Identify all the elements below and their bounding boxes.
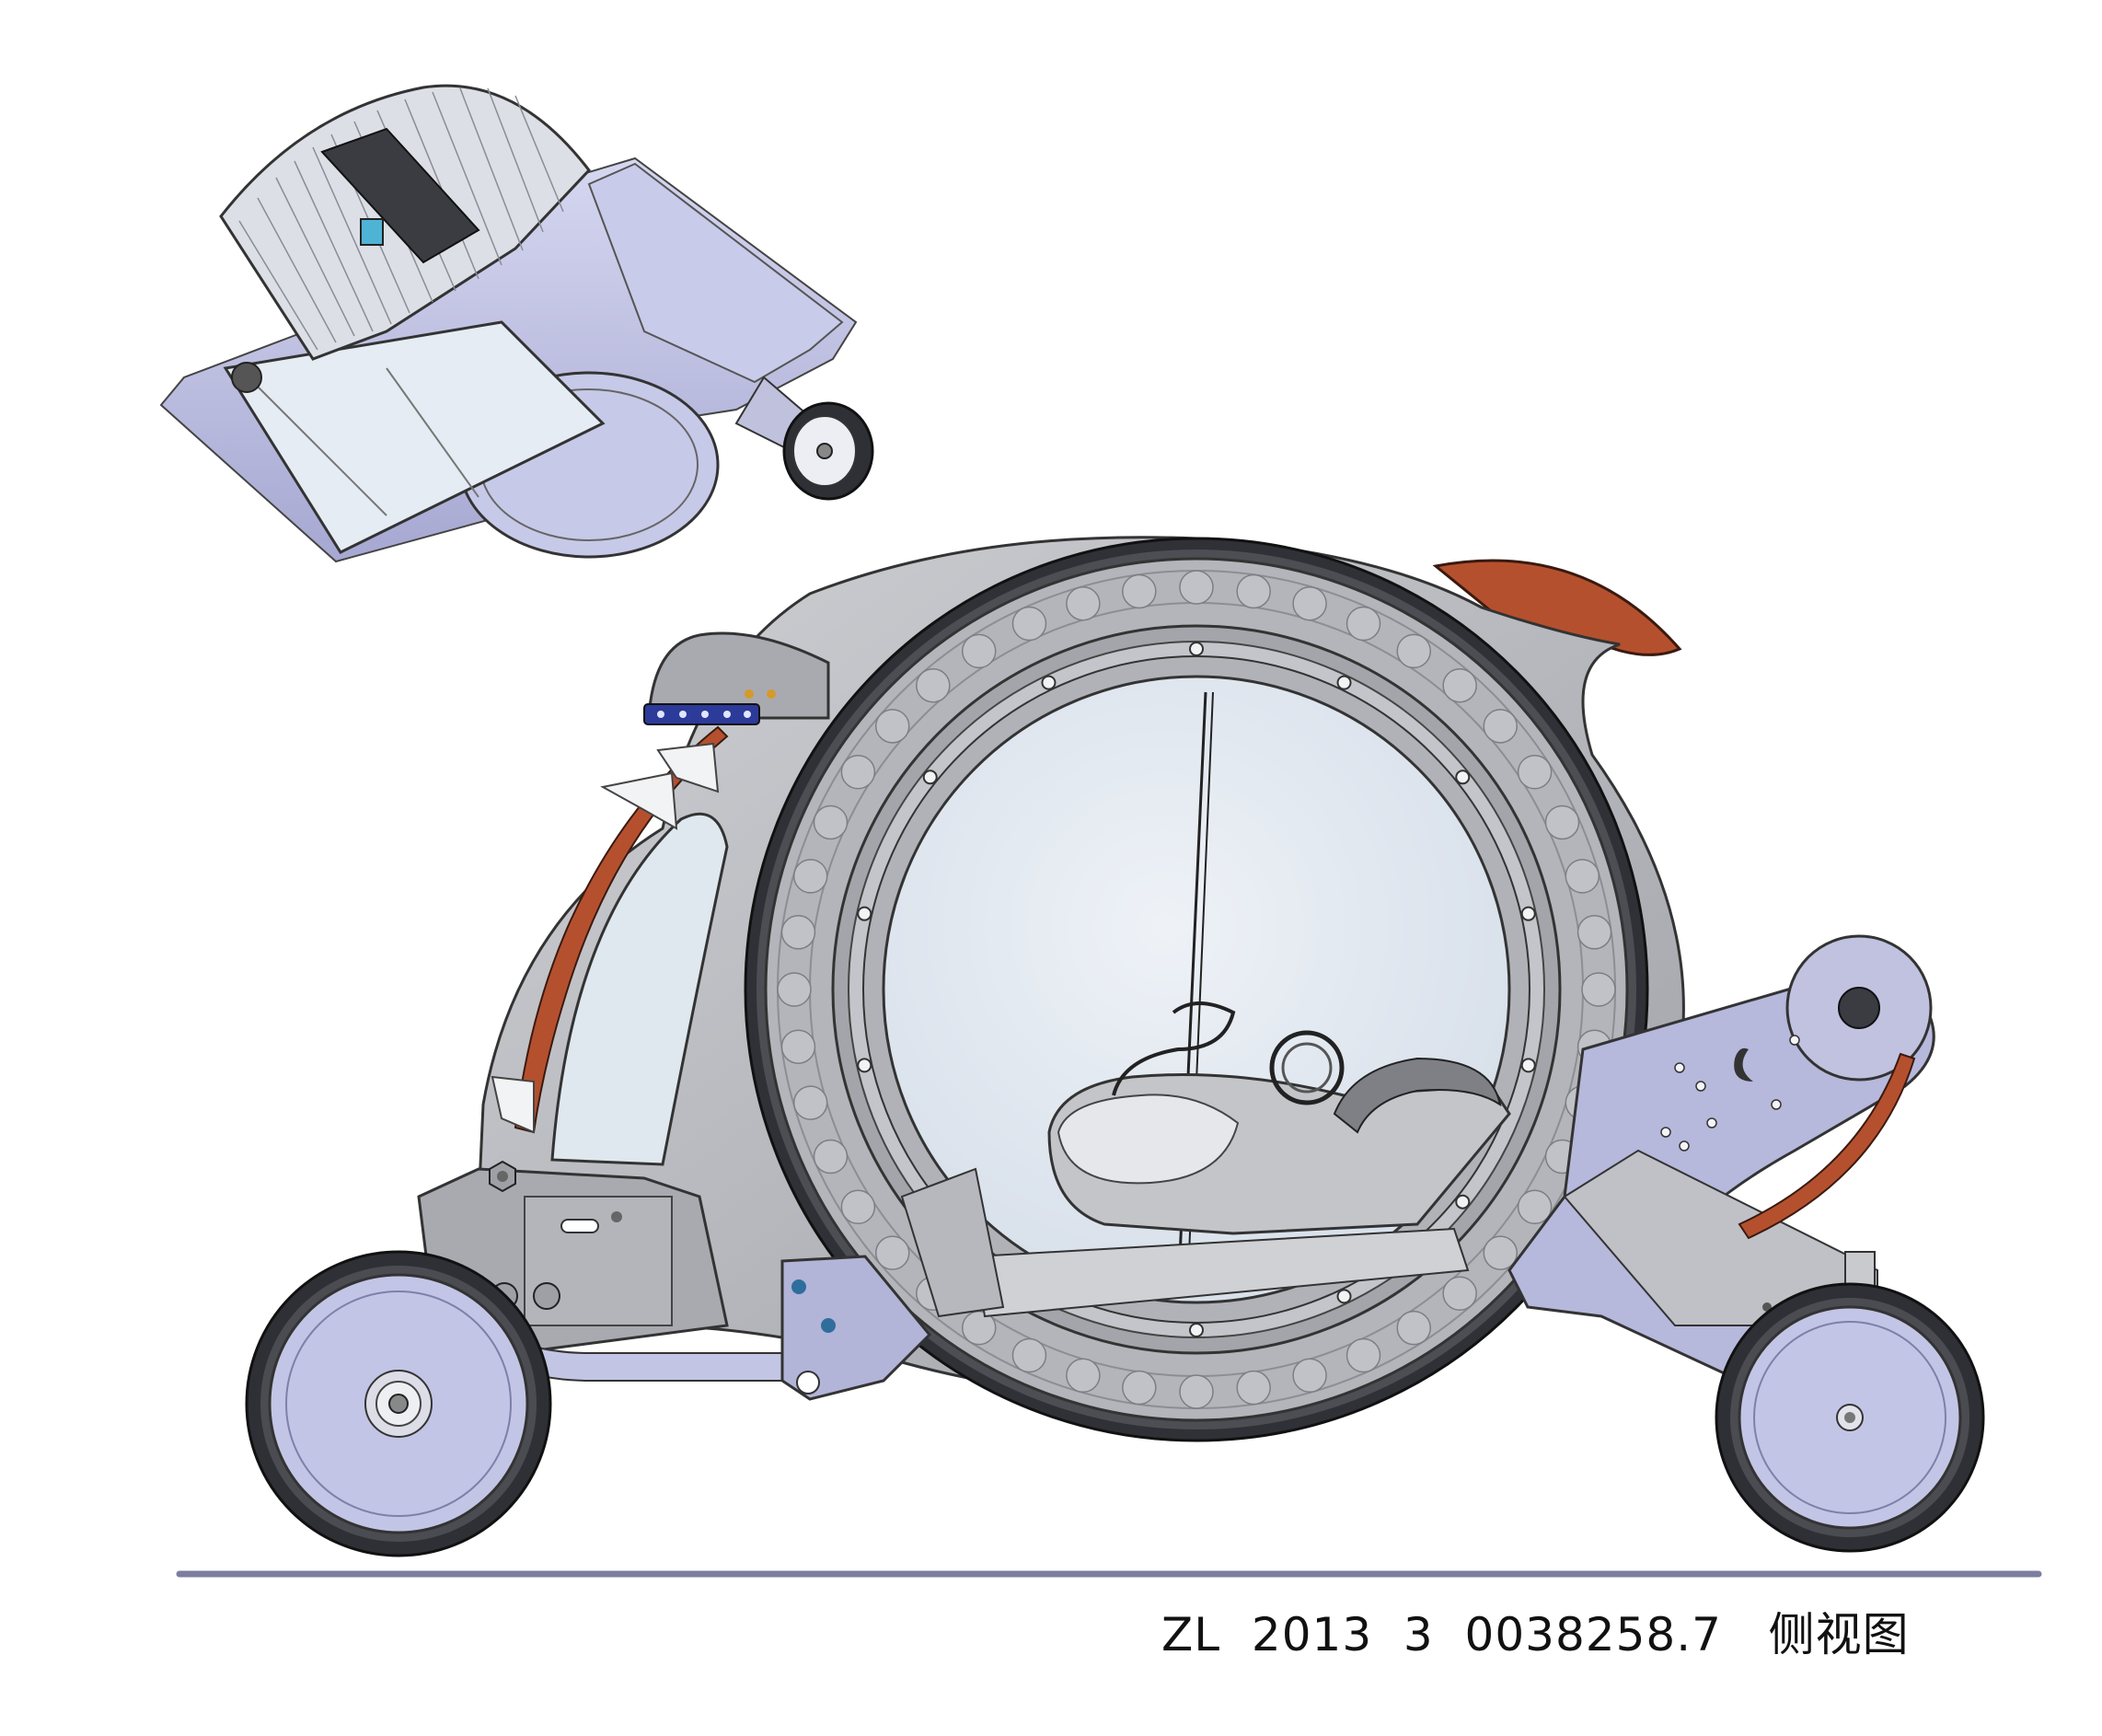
ring-bolt — [1455, 770, 1471, 785]
ring-bolt — [1336, 1289, 1352, 1304]
side-window — [550, 812, 729, 1166]
ring-scallop — [792, 1085, 828, 1120]
inset-cyan-marker — [360, 218, 384, 246]
ring-scallop — [874, 1235, 910, 1270]
crescent-icon — [1734, 1047, 1753, 1082]
ring-bolt — [922, 770, 938, 785]
ring-scallop — [1483, 709, 1519, 744]
ring-scallop — [840, 1189, 876, 1225]
ring-scallop — [1581, 972, 1616, 1007]
ring-bolt — [1455, 1194, 1471, 1209]
ring-scallop — [916, 667, 951, 703]
ring-scallop — [961, 633, 997, 669]
ring-scallop — [1011, 1337, 1047, 1373]
ring-scallop — [1179, 1374, 1214, 1409]
ring-scallop — [1066, 585, 1101, 621]
ring-bolt — [1189, 642, 1204, 656]
upper-hump — [647, 631, 830, 720]
ring-scallop — [1236, 1370, 1271, 1406]
inset-side-panel — [587, 162, 844, 384]
ring-bolt — [857, 906, 872, 921]
bolt-icon — [489, 1160, 516, 1193]
ring-bolt — [1520, 1058, 1536, 1073]
ring-scallop — [792, 859, 828, 894]
ring-bolt — [1336, 675, 1352, 690]
ring-scallop — [1396, 633, 1432, 669]
mesh-headrest — [1333, 1057, 1502, 1134]
ring-scallop — [1517, 754, 1553, 790]
ring-scallop — [780, 915, 816, 950]
ring-scallop — [1122, 573, 1157, 609]
ring-scallop — [1346, 606, 1381, 642]
drawing-caption: ZL 2013 3 0038258.7 侧视图 — [1161, 1608, 1910, 1661]
ring-scallop — [1544, 804, 1580, 840]
ring-scallop — [1442, 1276, 1477, 1312]
isometric-inset-view — [159, 84, 874, 563]
front-bracket — [780, 1255, 932, 1401]
ring-scallop — [874, 709, 910, 744]
ring-scallop — [1442, 667, 1477, 703]
ring-bolt — [1041, 675, 1057, 690]
ring-scallop — [1346, 1337, 1381, 1373]
ring-scallop — [1292, 585, 1327, 621]
ring-bolt — [857, 1058, 872, 1073]
ring-scallop — [1179, 570, 1214, 605]
ring-scallop — [1292, 1358, 1327, 1394]
front-copper-strip — [514, 725, 729, 1134]
ring-scallop — [840, 754, 876, 790]
ring-bolt — [1520, 906, 1536, 921]
inset-glass-panel — [223, 320, 606, 554]
ring-scallop — [1576, 915, 1612, 950]
ring-bolt — [1189, 1323, 1204, 1337]
ring-scallop — [1066, 1358, 1101, 1394]
ring-scallop — [780, 1029, 816, 1064]
front-wheel — [245, 1250, 552, 1557]
ring-scallop — [1483, 1235, 1519, 1270]
ring-scallop — [1396, 1310, 1432, 1346]
ring-scallop — [1122, 1370, 1157, 1406]
ring-scallop — [1236, 573, 1271, 609]
ring-scallop — [813, 804, 849, 840]
ring-scallop — [777, 972, 812, 1007]
rear-copper-strap — [1738, 1052, 1916, 1240]
inset-mechanism — [320, 127, 480, 264]
ring-scallop — [1011, 606, 1047, 642]
rear-wheel — [1715, 1282, 1985, 1553]
ring-scallop — [813, 1139, 849, 1175]
gear-icon — [231, 362, 262, 393]
ring-scallop — [1517, 1189, 1553, 1225]
main-side-view — [176, 536, 2042, 1578]
inset-caster-wheel — [782, 401, 874, 501]
ring-scallop — [1565, 859, 1600, 894]
